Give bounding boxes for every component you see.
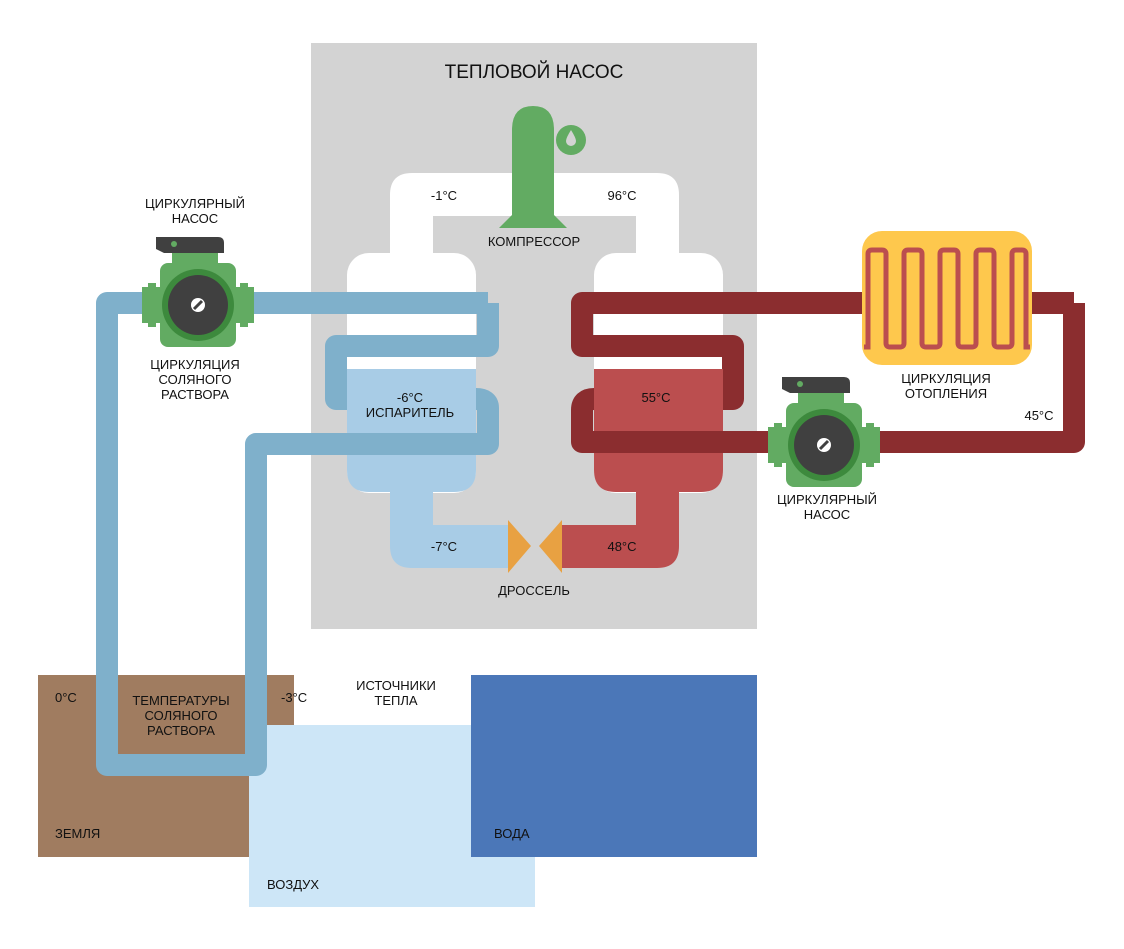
- heating-return-temp: 45°C: [1024, 408, 1054, 423]
- brine-temps-label-2: СОЛЯНОГО: [144, 708, 218, 723]
- throttle-valve-left: [508, 520, 531, 573]
- water-label: ВОДА: [494, 826, 530, 841]
- sources-title-1: ИСТОЧНИКИ: [356, 678, 436, 693]
- heating-pipe-return: [571, 303, 1085, 453]
- condenser-temp: 55°C: [641, 390, 671, 405]
- condenser-fill-overlay: [594, 369, 723, 431]
- compressor-label: КОМПРЕССОР: [487, 234, 581, 249]
- brine-circuit-label-1: ЦИРКУЛЯЦИЯ: [150, 357, 240, 372]
- throttle-label: ДРОССЕЛЬ: [498, 583, 570, 598]
- brine-pipe: [96, 292, 499, 776]
- brine-circuit-label-3: РАСТВОРА: [161, 387, 229, 402]
- page-title: ТЕПЛОВОЙ НАСОС: [444, 62, 624, 83]
- oil-drop-glyph: [566, 130, 576, 146]
- evaporator-fill-overlay: [347, 369, 476, 433]
- throttle-temp-hot: 48°C: [607, 539, 637, 554]
- heating-pipe: [571, 292, 1074, 410]
- brine-pump-label-2: НАСОС: [171, 211, 219, 226]
- heating-pump-label-2: НАСОС: [803, 507, 851, 522]
- heating-pump-label-1: ЦИРКУЛЯРНЫЙ: [776, 492, 877, 507]
- compressor-temp-in: -1°C: [430, 188, 458, 203]
- air-label: ВОЗДУХ: [267, 877, 320, 892]
- heating-circuit-label-1: ЦИРКУЛЯЦИЯ: [901, 371, 991, 386]
- earth-temp: 0°C: [55, 690, 77, 705]
- sources-title-2: ТЕПЛА: [374, 693, 418, 708]
- earth-label: ЗЕМЛЯ: [55, 826, 101, 841]
- brine-pump-icon[interactable]: [142, 237, 254, 347]
- compressor-icon: [499, 106, 567, 228]
- refrigerant-line-top: [390, 173, 679, 270]
- brine-temps-label-1: ТЕМПЕРАТУРЫ: [132, 693, 230, 708]
- water-block: [471, 675, 757, 857]
- heating-pump-icon[interactable]: [768, 377, 880, 487]
- brine-circuit-label-2: СОЛЯНОГО: [158, 372, 232, 387]
- heating-circuit-label-2: ОТОПЛЕНИЯ: [904, 386, 988, 401]
- refrigerant-line-cold: [390, 490, 510, 568]
- brine-pump-label-1: ЦИРКУЛЯРНЫЙ: [144, 196, 245, 211]
- refrigerant-line-hot: [560, 490, 679, 568]
- compressor-temp-out: 96°C: [607, 188, 637, 203]
- evaporator-label: ИСПАРИТЕЛЬ: [365, 405, 455, 420]
- radiator-coil: [864, 247, 1030, 350]
- brine-temps-label-3: РАСТВОРА: [147, 723, 215, 738]
- throttle-temp-cold: -7°C: [430, 539, 458, 554]
- brine-pipe-coil: [325, 303, 499, 410]
- throttle-valve-right: [539, 520, 562, 573]
- evaporator-temp: -6°C: [396, 390, 424, 405]
- brine-return-temp: -3°C: [281, 690, 308, 705]
